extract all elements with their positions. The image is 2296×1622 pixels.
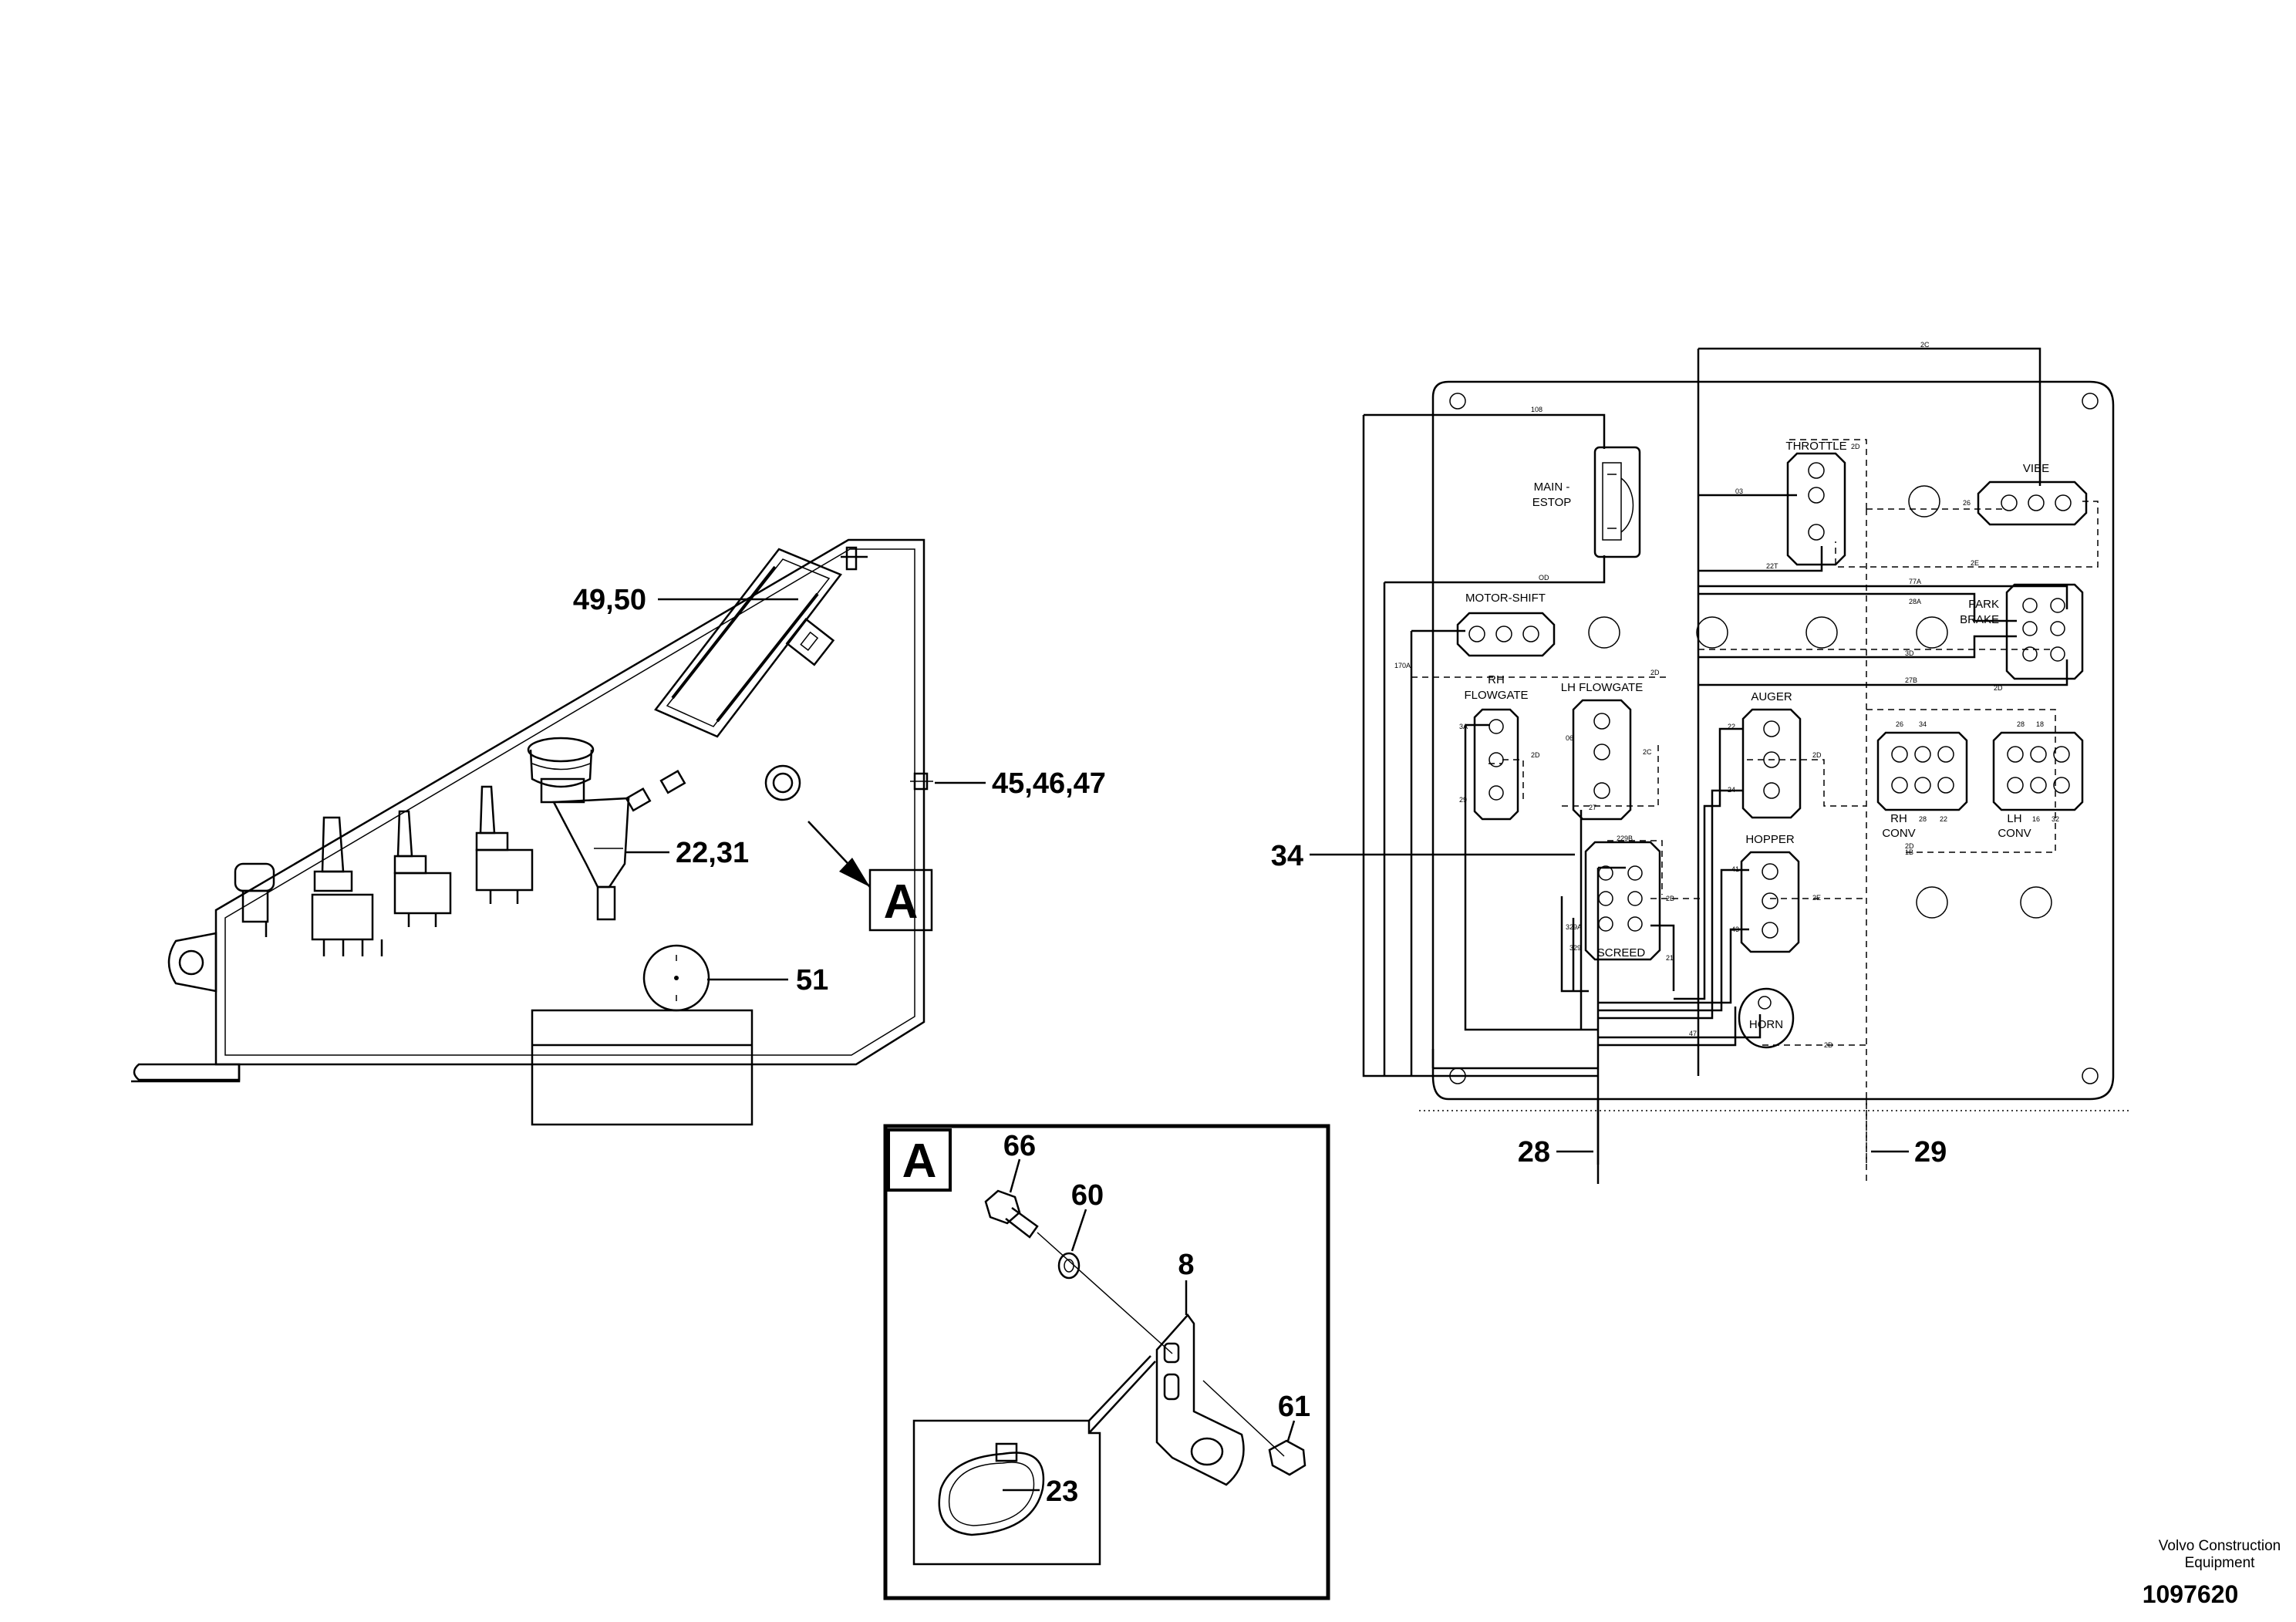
label-throttle: THROTTLE — [1785, 440, 1846, 453]
estop-button-icon — [527, 737, 630, 921]
svg-text:26: 26 — [1896, 720, 1903, 728]
label-auger: AUGER — [1751, 690, 1792, 703]
svg-text:41: 41 — [1731, 865, 1739, 873]
svg-text:2D: 2D — [1650, 669, 1660, 676]
label-rh-conv-1: RH — [1890, 812, 1907, 825]
label-park-1: PARK — [1968, 598, 1999, 611]
svg-text:27B: 27B — [1905, 676, 1917, 684]
callout-34: 34 — [1271, 840, 1303, 872]
detail-a-title: A — [902, 1135, 937, 1188]
svg-text:2D: 2D — [1824, 1041, 1833, 1049]
svg-text:2D: 2D — [1812, 751, 1822, 759]
hex-bolt-icon — [984, 1189, 1039, 1239]
svg-text:32: 32 — [2052, 815, 2059, 823]
callout-23: 23 — [1046, 1475, 1078, 1508]
label-screed: SCREED — [1597, 946, 1646, 959]
display-module — [654, 546, 868, 738]
label-rh-conv-2: CONV — [1882, 827, 1915, 840]
svg-text:28A: 28A — [1909, 598, 1921, 605]
bracket-icon — [1155, 1313, 1245, 1486]
svg-text:329A: 329A — [1566, 923, 1582, 931]
svg-text:3A: 3A — [1459, 723, 1468, 730]
callout-45-46-47: 45,46,47 — [992, 767, 1106, 800]
svg-text:1B: 1B — [1905, 848, 1913, 856]
callout-28: 28 — [1518, 1136, 1550, 1168]
svg-text:2C: 2C — [1920, 341, 1930, 349]
svg-text:2D: 2D — [1905, 842, 1914, 850]
label-vibe: VIBE — [2023, 462, 2049, 475]
svg-text:34: 34 — [1919, 720, 1927, 728]
label-rh-flowgate-2: FLOWGATE — [1464, 689, 1528, 702]
cable-tie-icon — [938, 1442, 1045, 1536]
label-lh-conv-1: LH — [2007, 812, 2021, 825]
label-main-estop-1: MAIN - — [1534, 481, 1570, 494]
wiring-panel: 108 OD 2C 2D 03 22T 26 2E 77A 28A 3D 27B… — [1310, 341, 2129, 1184]
svg-text:28: 28 — [1919, 815, 1927, 823]
callout-29: 29 — [1914, 1136, 1947, 1168]
svg-text:16: 16 — [2032, 815, 2040, 823]
callout-51: 51 — [796, 964, 828, 996]
svg-text:18: 18 — [2036, 720, 2044, 728]
label-motor-shift: MOTOR-SHIFT — [1465, 592, 1546, 605]
label-hopper: HOPPER — [1745, 833, 1795, 846]
svg-text:47: 47 — [1689, 1030, 1697, 1037]
svg-text:22T: 22T — [1766, 562, 1778, 570]
callout-60: 60 — [1071, 1179, 1104, 1212]
callout-66: 66 — [1003, 1130, 1036, 1162]
svg-text:22: 22 — [1728, 723, 1735, 730]
svg-text:2D: 2D — [1994, 684, 2003, 692]
svg-text:21: 21 — [1666, 954, 1674, 962]
svg-text:2C: 2C — [1643, 748, 1652, 756]
svg-text:108: 108 — [1531, 406, 1542, 413]
brand-line-2: Equipment — [2185, 1555, 2256, 1571]
svg-text:22: 22 — [1940, 815, 1947, 823]
svg-text:229B: 229B — [1617, 835, 1633, 842]
label-main-estop-2: ESTOP — [1532, 496, 1572, 509]
washer-icon — [1057, 1252, 1081, 1280]
svg-text:2E: 2E — [1812, 894, 1821, 902]
callout-49-50: 49,50 — [573, 584, 646, 616]
label-horn: HORN — [1749, 1018, 1783, 1031]
svg-text:2D: 2D — [1531, 751, 1540, 759]
svg-text:24: 24 — [1728, 786, 1735, 794]
svg-text:170A: 170A — [1394, 662, 1411, 669]
svg-text:2B: 2B — [1666, 895, 1674, 902]
svg-text:3D: 3D — [1905, 649, 1914, 657]
document-number: 1097620 — [2143, 1580, 2239, 1608]
nut-icon — [1268, 1439, 1306, 1476]
svg-text:29: 29 — [1459, 796, 1467, 804]
detail-a: A — [883, 1124, 1330, 1600]
detail-a-marker: A — [884, 875, 919, 929]
svg-text:28: 28 — [2017, 720, 2025, 728]
svg-text:OD: OD — [1539, 574, 1549, 582]
console-side-view — [131, 538, 986, 1126]
callout-8: 8 — [1178, 1249, 1194, 1281]
svg-text:27: 27 — [1589, 804, 1596, 811]
svg-text:03: 03 — [1735, 487, 1743, 495]
label-lh-conv-2: CONV — [1998, 827, 2031, 840]
svg-text:06: 06 — [1566, 734, 1573, 742]
label-park-2: BRAKE — [1960, 613, 1999, 626]
label-rh-flowgate-1: RH — [1488, 673, 1505, 686]
callout-61: 61 — [1278, 1391, 1310, 1423]
svg-text:329: 329 — [1569, 944, 1581, 952]
svg-text:26: 26 — [1963, 499, 1971, 507]
svg-text:77A: 77A — [1909, 578, 1921, 585]
brand-line-1: Volvo Construction — [2159, 1538, 2281, 1554]
svg-text:2D: 2D — [1851, 443, 1860, 450]
callout-22-31: 22,31 — [676, 837, 749, 869]
label-lh-flowgate: LH FLOWGATE — [1561, 681, 1643, 694]
svg-text:2E: 2E — [1971, 559, 1979, 567]
svg-text:43: 43 — [1731, 926, 1739, 933]
toggle-switch-icon — [234, 785, 534, 956]
